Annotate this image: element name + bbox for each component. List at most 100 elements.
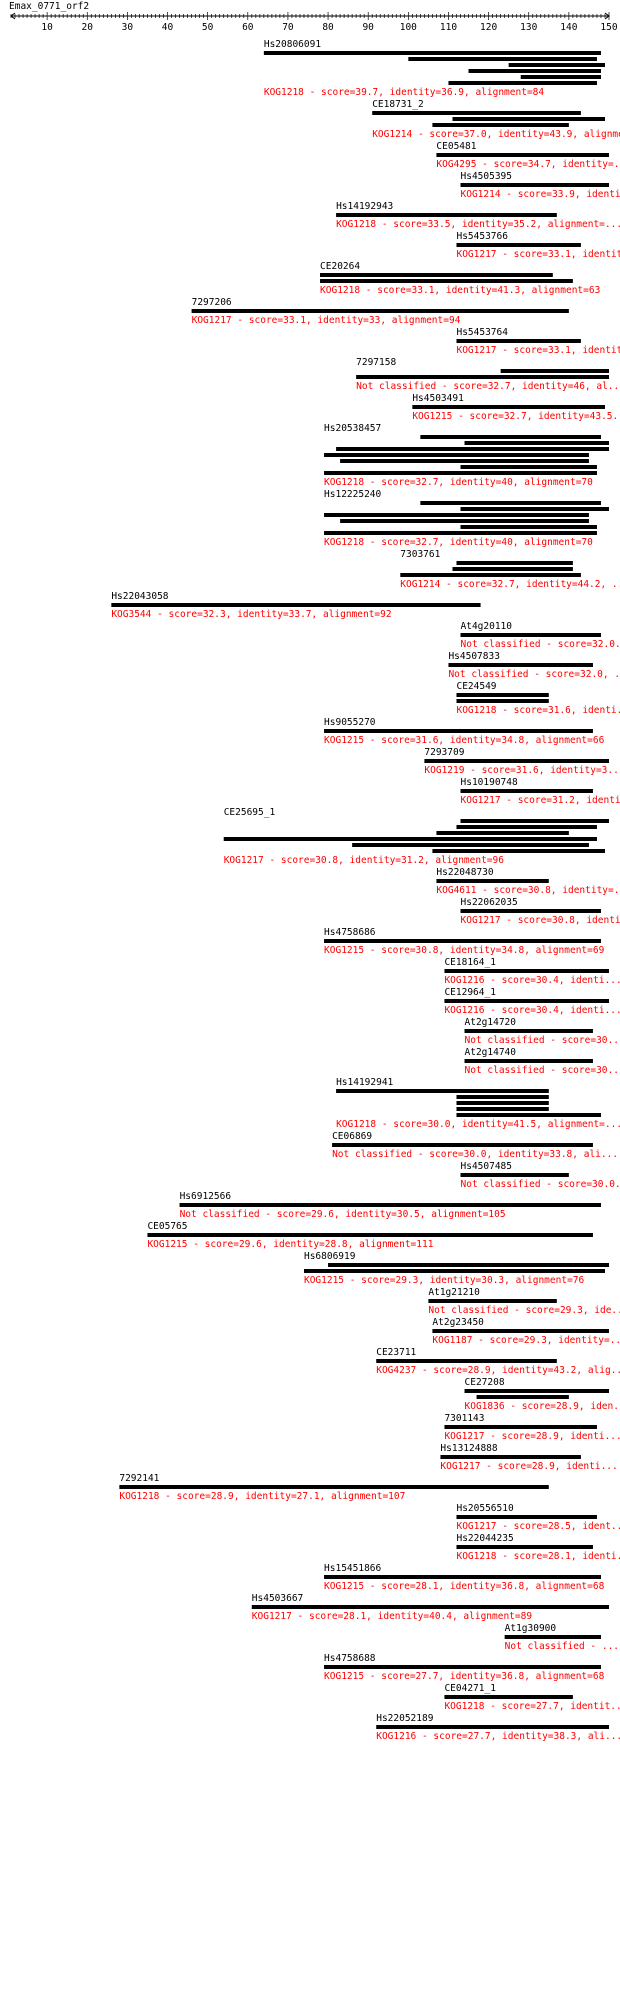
hit-name: CE04271_1 — [444, 1683, 496, 1694]
alignment-bar — [464, 1029, 593, 1033]
ruler-tick-label: 110 — [440, 22, 457, 33]
alignment-bar — [428, 1299, 557, 1303]
ruler-tick-label: 130 — [520, 22, 537, 33]
alignment-bar — [324, 729, 593, 733]
alignment-bar — [444, 969, 609, 973]
alignment-bar — [376, 1725, 609, 1729]
hit-annotation: Not classified - score=32.0... — [461, 639, 620, 650]
hit-name: At2g14740 — [465, 1047, 517, 1058]
hit-annotation: KOG1218 - score=28.1, identi... — [456, 1551, 620, 1562]
hit-name: Hs13124888 — [440, 1443, 497, 1454]
hit-name: Hs12225240 — [324, 489, 381, 500]
hit-name: CE05765 — [147, 1221, 187, 1232]
hit-name: CE12964_1 — [444, 987, 496, 998]
alignment-bar — [444, 1695, 573, 1699]
hit-annotation: KOG1214 - score=32.7, identity=44.2, ... — [400, 579, 620, 590]
hit-annotation: KOG1218 - score=39.7, identity=36.9, ali… — [264, 87, 545, 98]
hit-annotation: KOG1215 - score=30.8, identity=34.8, ali… — [324, 945, 605, 956]
hit-annotation: KOG1218 - score=32.7, identity=40, align… — [324, 477, 593, 488]
hit-annotation: KOG1219 - score=31.6, identity=3... — [424, 765, 620, 776]
alignment-bar — [436, 879, 549, 883]
alignment-bar — [436, 831, 569, 835]
hit-annotation: KOG1218 - score=27.7, identit... — [444, 1701, 620, 1712]
alignment-bar — [464, 441, 609, 445]
alignment-bar — [508, 63, 605, 67]
alignment-bar — [452, 117, 605, 121]
hit-annotation: KOG1215 - score=29.3, identity=30.3, ali… — [304, 1275, 585, 1286]
ruler-tick-label: 120 — [480, 22, 497, 33]
hit-name: Hs22052189 — [376, 1713, 433, 1724]
alignment-bar — [303, 1269, 605, 1273]
alignment-bar — [432, 849, 605, 853]
alignment-bar — [332, 1143, 593, 1147]
ruler-tick-label: 140 — [560, 22, 577, 33]
alignment-bar — [432, 123, 569, 127]
hit-name: 7297158 — [356, 357, 396, 368]
hit-annotation: KOG1215 - score=29.6, identity=28.8, ali… — [147, 1239, 433, 1250]
alignment-bar — [111, 603, 481, 607]
hit-annotation: Not classified - score=30... — [465, 1065, 620, 1076]
alignment-bar — [460, 633, 601, 637]
alignment-bar — [376, 1359, 557, 1363]
alignment-bar — [456, 1101, 549, 1105]
alignment-bar — [324, 471, 597, 475]
hit-annotation: KOG1218 - score=30.0, identity=41.5, ali… — [336, 1119, 620, 1130]
alignment-bar — [456, 693, 549, 697]
hit-name: Hs20806091 — [264, 39, 321, 50]
alignment-bar — [460, 183, 609, 187]
hit-name: CE24549 — [456, 681, 496, 692]
hit-name: CE18731_2 — [372, 99, 423, 110]
hit-annotation: KOG3544 - score=32.3, identity=33.7, ali… — [111, 609, 391, 620]
hit-annotation: KOG1218 - score=33.5, identity=35.2, ali… — [336, 219, 620, 230]
alignment-bar — [191, 309, 569, 313]
ruler-tick-label: 70 — [282, 22, 294, 33]
alignment-bar — [320, 279, 573, 283]
alignment-bar — [456, 1515, 597, 1519]
ruler-tick-label: 20 — [82, 22, 94, 33]
hit-annotation: KOG1216 - score=30.4, identi... — [444, 1005, 620, 1016]
alignment-bar — [456, 1095, 549, 1099]
alignment-bar — [456, 1545, 593, 1549]
alignment-bar — [336, 213, 557, 217]
hit-annotation: KOG1217 - score=33.1, identity... — [456, 345, 620, 356]
alignment-bar — [324, 1665, 601, 1669]
hit-annotation: KOG1217 - score=33.1, identity... — [456, 249, 620, 260]
alignment-bar — [460, 909, 601, 913]
diagram-title: Emax_0771_orf2 — [9, 1, 89, 12]
hit-annotation: KOG1214 - score=33.9, identity=... — [461, 189, 620, 200]
alignment-bar — [420, 501, 601, 505]
alignment-bar — [456, 1113, 601, 1117]
alignment-bar — [448, 81, 597, 85]
alignment-bar — [460, 1173, 569, 1177]
hit-name: 7293709 — [424, 747, 464, 758]
hit-annotation: KOG1217 - score=31.2, identi... — [461, 795, 620, 806]
hit-annotation: Not classified - score=30... — [465, 1035, 620, 1046]
alignment-bar — [320, 273, 553, 277]
hit-annotation: KOG1217 - score=33.1, identity=33, align… — [192, 315, 461, 326]
alignment-bar — [456, 1107, 549, 1111]
alignment-bar — [464, 1389, 609, 1393]
hit-name: Hs15451866 — [324, 1563, 381, 1574]
ruler-tick-label: 150 — [600, 22, 617, 33]
hit-name: CE20264 — [320, 261, 360, 272]
hit-annotation: KOG1187 - score=29.3, identity=... — [432, 1335, 620, 1346]
alignment-bar — [324, 1575, 601, 1579]
hit-annotation: KOG1215 - score=28.1, identity=36.8, ali… — [324, 1581, 605, 1592]
